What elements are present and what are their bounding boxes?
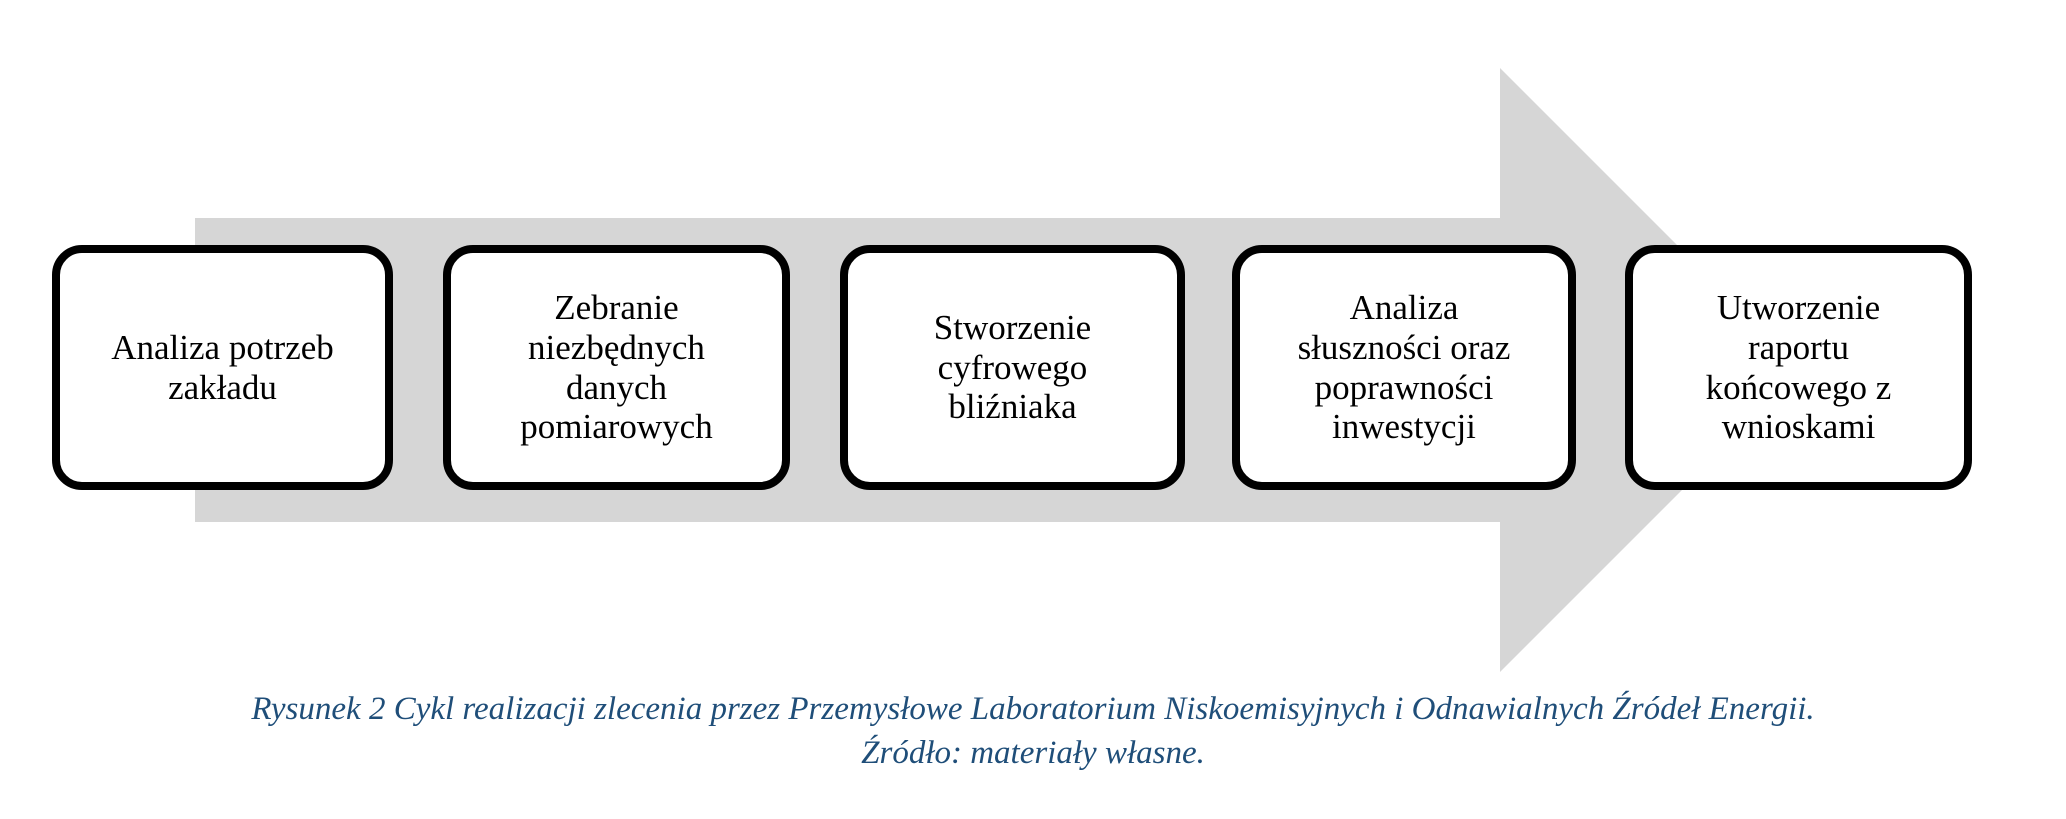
stage-label-5: Utworzenie raportu końcowego z wnioskami — [1705, 288, 1892, 447]
stage-box-1[interactable]: Analiza potrzeb zakładu — [52, 245, 393, 490]
figure-caption-line-2: Źródło: materiały własne. — [861, 734, 1205, 771]
stage-box-3[interactable]: Stworzenie cyfrowego bliźniaka — [840, 245, 1185, 490]
figure-caption-line-1: Rysunek 2 Cykl realizacji zlecenia przez… — [251, 691, 1815, 727]
stage-label-3: Stworzenie cyfrowego bliźniaka — [933, 308, 1092, 427]
stage-label-4: Analiza słuszności oraz poprawności inwe… — [1297, 288, 1511, 447]
stage-box-4[interactable]: Analiza słuszności oraz poprawności inwe… — [1232, 245, 1576, 490]
stage-box-5[interactable]: Utworzenie raportu końcowego z wnioskami — [1625, 245, 1972, 490]
figure-caption: Rysunek 2 Cykl realizacji zlecenia przez… — [60, 688, 2006, 775]
stage-box-2[interactable]: Zebranie niezbędnych danych pomiarowych — [443, 245, 790, 490]
stage-label-1: Analiza potrzeb zakładu — [111, 327, 334, 407]
stage-label-2: Zebranie niezbędnych danych pomiarowych — [520, 288, 713, 447]
